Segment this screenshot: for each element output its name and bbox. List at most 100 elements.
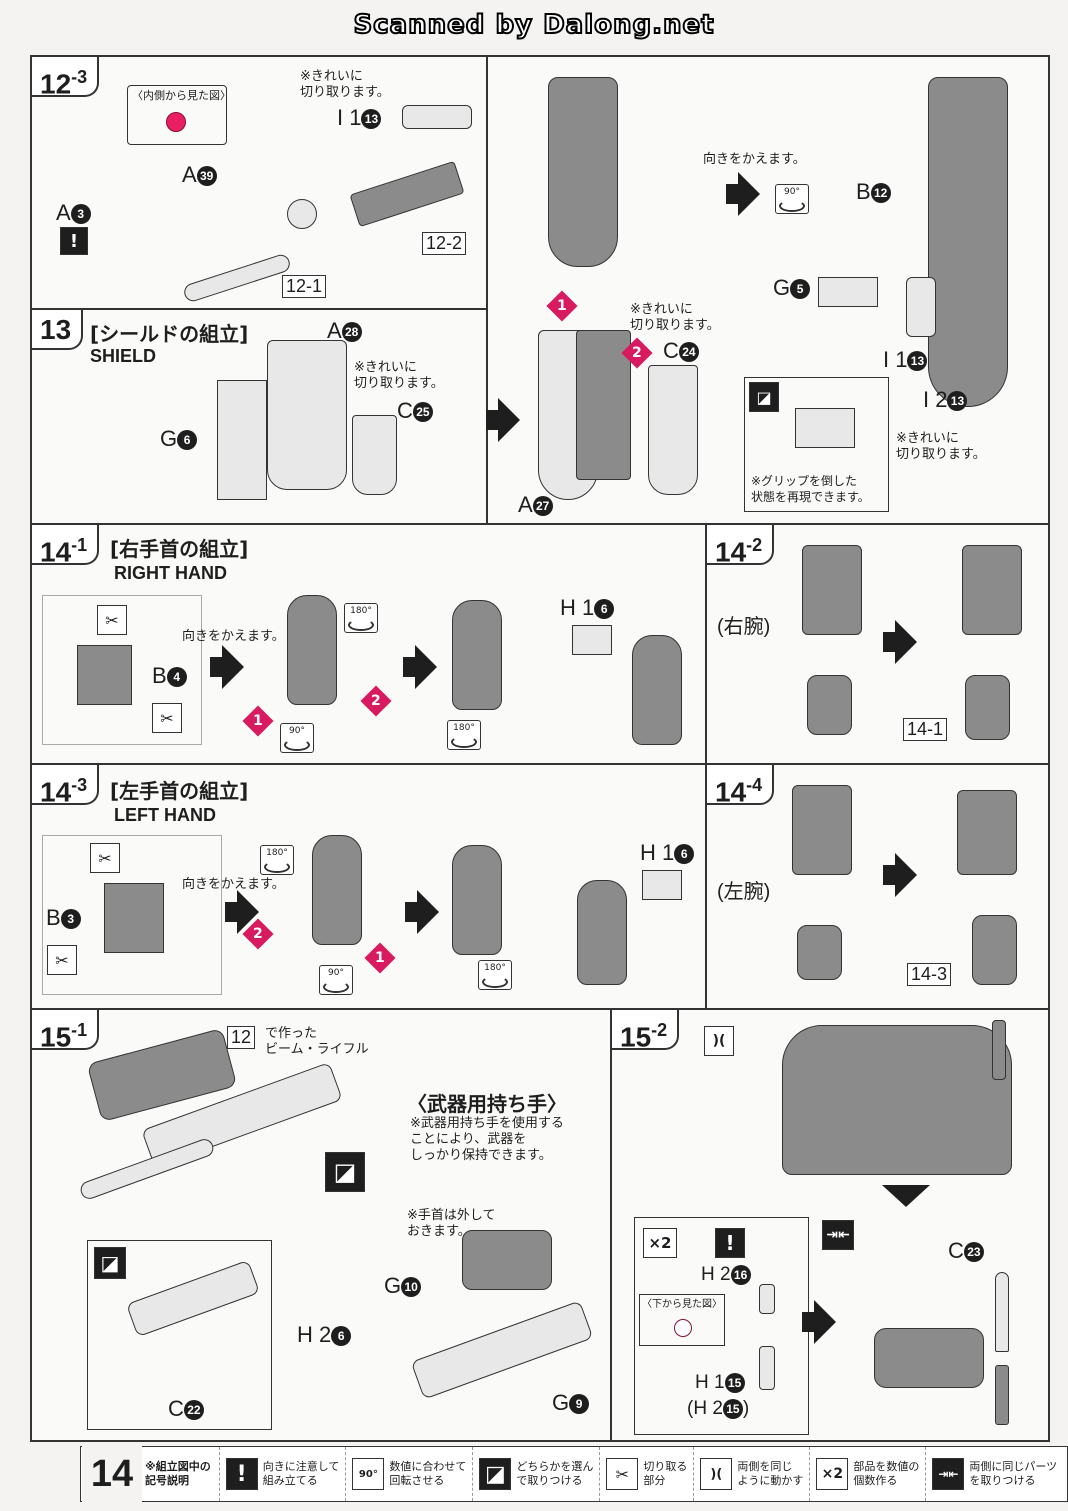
symbol-legend: ※組立図中の 記号説明 ! 向きに注意して 組み立てる 90° 数値に合わせて … — [80, 1446, 1068, 1502]
rifle-body-part — [349, 160, 465, 228]
legend-item-caution: ! 向きに注意して 組み立てる — [218, 1447, 346, 1501]
legend-item-rotate: 90° 数値に合わせて 回転させる — [345, 1447, 472, 1501]
page-number: 14 — [82, 1446, 142, 1502]
flow-arrow — [210, 645, 244, 689]
panel-step-14-2: 14-2 (右腕) 14-1 — [707, 525, 1050, 765]
legend-text: 切り取る 部分 — [643, 1460, 688, 1487]
step-tag-13: 13 — [32, 310, 84, 350]
attach-both-sides-icon: ⇥⇤ — [822, 1220, 854, 1250]
rotate-180-icon: 180° — [478, 960, 512, 990]
step-tag-14-2: 14-2 — [707, 525, 775, 567]
legend-item-quantity: ×2 部品を数値の 個数作る — [809, 1447, 925, 1501]
wrist-part-H1 — [642, 870, 682, 900]
left-hand-part — [312, 835, 362, 945]
flow-arrow — [802, 1300, 836, 1344]
left-hand-final — [577, 880, 627, 985]
legend-text: 両側を同じ ように動かす — [737, 1460, 804, 1487]
ref-12-2: 12-2 — [422, 232, 467, 255]
left-arm-label: (左腕) — [717, 881, 771, 903]
weapon-hand-title: 〈武器用持ち手〉 — [407, 1092, 567, 1116]
legend-item-move-both: )( 両側を同じ ように動かす — [693, 1447, 809, 1501]
step-title-jp: [右手首の組立] — [110, 537, 249, 561]
hand-parts-B4 — [77, 645, 132, 705]
step-title-en: RIGHT HAND — [114, 563, 227, 583]
grip-alt-box: ◪ ※グリップを倒した 状態を再現できます。 — [744, 377, 889, 512]
redirect-note: 向きをかえます。 — [703, 152, 806, 167]
weapon-hand-part — [462, 1230, 552, 1290]
step-tag-14-3: 14-3 — [32, 765, 100, 807]
shield-assembled-right — [928, 77, 1008, 407]
select-either-icon: ◪ — [94, 1247, 126, 1279]
grip-part-G5 — [818, 277, 878, 307]
ref-12-1: 12-1 — [282, 275, 327, 298]
legend-text: 部品を数値の 個数作る — [853, 1460, 920, 1487]
runner-B — [42, 835, 222, 995]
right-forearm-part — [802, 545, 862, 635]
made-in-note: で作った ビーム・ライフル — [265, 1026, 369, 1057]
flow-arrow-down — [882, 1185, 930, 1207]
cut-note-2: ※きれいに 切り取ります。 — [896, 431, 986, 462]
left-forearm-final — [957, 790, 1017, 875]
barrel-part — [181, 252, 293, 304]
weapon-hand-note: ※武器用持ち手を使用する ことにより、武器を しっかり保持できます。 — [410, 1116, 564, 1163]
shield-half-right — [648, 365, 698, 495]
move-both-sides-icon: )( — [700, 1458, 733, 1490]
right-forearm-final — [962, 545, 1022, 635]
beam-blade-C23 — [995, 1272, 1009, 1352]
right-wrist-part — [807, 675, 852, 735]
legend-text: どちらかを選ん で取りつける — [516, 1460, 594, 1487]
inside-part-icon — [166, 112, 186, 132]
right-hand-ref — [965, 675, 1010, 740]
wrist-note: ※手首は外して おきます。 — [407, 1208, 496, 1239]
step-title-jp: [シールドの組立] — [90, 322, 249, 346]
ref-14-3: 14-3 — [907, 963, 952, 986]
inside-view-label: 〈内側から見た図〉 — [132, 89, 231, 102]
rotate-180-icon: 180° — [260, 845, 294, 875]
rifle-folded-grip — [125, 1259, 261, 1338]
step-title-en: SHIELD — [90, 346, 157, 366]
bottom-view-part — [674, 1319, 692, 1337]
left-wrist-part — [797, 925, 842, 980]
quantity-x2-icon: ×2 — [816, 1458, 849, 1490]
cut-icon: ✂ — [152, 703, 182, 733]
rotate-90-icon: 90° — [775, 184, 809, 214]
rotate-90-icon: 90° — [319, 965, 353, 995]
rifle-with-hand — [410, 1300, 594, 1400]
legend-item-select: ◪ どちらかを選ん で取りつける — [472, 1447, 599, 1501]
step-title-en: LEFT HAND — [114, 805, 216, 825]
cut-note: ※きれいに 切り取ります。 — [354, 360, 444, 391]
rotate-90-icon: 90° — [280, 723, 314, 753]
hand-holding-saber — [874, 1328, 984, 1388]
grip-folded-part — [795, 408, 855, 448]
shield-grip-assembled — [548, 77, 618, 267]
flow-arrow — [403, 645, 437, 689]
step-tag-15-2: 15-2 — [612, 1010, 680, 1052]
panel-step-14-4: 14-4 (左腕) 14-3 — [707, 765, 1050, 1010]
runner-G — [217, 380, 267, 500]
legend-text: 向きに注意して 組み立てる — [262, 1460, 340, 1487]
caution-icon: ! — [60, 227, 88, 255]
runner-B — [42, 595, 202, 745]
step-badge-2: 2 — [360, 685, 392, 717]
step-sub-number: 3 — [77, 67, 88, 87]
cut-icon: ✂ — [97, 605, 127, 635]
step-badge-1: 1 — [364, 942, 396, 974]
flow-arrow — [883, 853, 917, 897]
